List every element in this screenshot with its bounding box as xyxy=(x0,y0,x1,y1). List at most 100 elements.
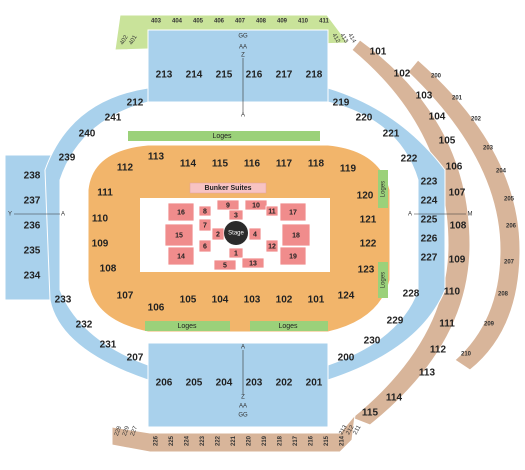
section-label-226: 226 xyxy=(154,435,160,446)
floor-label-1: 1 xyxy=(234,250,238,257)
section-label-215: 215 xyxy=(216,70,233,81)
loges-right-lower[interactable] xyxy=(378,262,388,298)
loges-bottom-left[interactable] xyxy=(145,321,230,331)
floor-section-16[interactable] xyxy=(167,202,195,222)
section-label-111: 111 xyxy=(97,188,113,199)
section-label-203: 203 xyxy=(246,378,263,389)
floor-section-3[interactable] xyxy=(228,209,244,221)
floor-label-7: 7 xyxy=(203,222,207,229)
floor-section-7[interactable] xyxy=(198,218,212,232)
loges-top-label: Loges xyxy=(212,133,232,140)
section-label-101: 101 xyxy=(370,47,387,58)
section-label-111: 111 xyxy=(439,319,455,330)
section-label-207: 207 xyxy=(504,260,515,266)
section-label-203: 203 xyxy=(483,146,494,152)
floor-section-9[interactable] xyxy=(216,199,240,211)
section-label-103: 103 xyxy=(244,295,261,306)
section-label-107: 107 xyxy=(117,291,134,302)
bunker-suites[interactable] xyxy=(189,182,267,194)
floor-label-19: 19 xyxy=(289,253,297,260)
floor-section-18[interactable] xyxy=(281,223,311,247)
loges xyxy=(128,131,388,331)
section-label-112: 112 xyxy=(117,163,134,174)
section-label-109: 109 xyxy=(449,255,466,266)
section-label-209: 209 xyxy=(484,322,495,328)
section-label-217: 217 xyxy=(276,70,293,81)
section-label-235: 235 xyxy=(24,246,41,257)
section-label-123: 123 xyxy=(358,265,375,276)
section-label-113: 113 xyxy=(148,152,165,163)
section-label-108: 108 xyxy=(100,264,117,275)
section-balcony-arc-outer[interactable] xyxy=(407,59,521,371)
floor-section-6[interactable] xyxy=(198,239,212,253)
section-label-225: 225 xyxy=(169,435,175,446)
floor-section-5[interactable] xyxy=(213,259,237,271)
section-label-204: 204 xyxy=(216,378,233,389)
section-label-102: 102 xyxy=(276,295,293,306)
row-z-top: Z xyxy=(241,53,245,59)
floor-section-11[interactable] xyxy=(265,205,279,217)
upper-level xyxy=(4,29,446,428)
floor-section-4[interactable] xyxy=(248,227,262,241)
section-label-106: 106 xyxy=(446,162,463,173)
section-label-206: 206 xyxy=(156,378,173,389)
floor-section-10[interactable] xyxy=(244,199,268,211)
section-label-213: 213 xyxy=(338,424,349,436)
section-label-216: 216 xyxy=(309,435,315,446)
floor-section-12[interactable] xyxy=(265,239,279,253)
row-gg-bottom: GG xyxy=(238,413,248,419)
loges-bottom-right-label: Loges xyxy=(278,323,298,330)
floor-label-5: 5 xyxy=(223,262,227,269)
section-upper-top[interactable] xyxy=(147,29,329,103)
section-label-109: 109 xyxy=(92,239,109,250)
floor-section-8[interactable] xyxy=(198,205,212,217)
section-label-220: 220 xyxy=(356,113,373,124)
section-balcony-bottom-strip[interactable] xyxy=(111,413,356,453)
section-label-222: 222 xyxy=(401,154,418,165)
section-label-110: 110 xyxy=(444,287,461,298)
floor-section-13[interactable] xyxy=(241,257,265,269)
floor-section-14[interactable] xyxy=(167,246,195,266)
loges-bottom-right[interactable] xyxy=(250,321,328,331)
section-label-201: 201 xyxy=(452,96,463,102)
section-label-229: 229 xyxy=(122,425,131,437)
stage[interactable] xyxy=(224,221,248,245)
section-label-119: 119 xyxy=(340,164,357,175)
loges-right-upper[interactable] xyxy=(378,170,388,208)
row-gg-top: GG xyxy=(238,34,248,40)
section-upper-bottom[interactable] xyxy=(147,342,329,428)
floor-section-2[interactable] xyxy=(211,227,225,241)
section-label-223: 223 xyxy=(200,435,206,446)
stage-label: Stage xyxy=(228,231,244,237)
section-label-236: 236 xyxy=(24,221,41,232)
section-label-401: 401 xyxy=(128,34,139,46)
floor-section-15[interactable] xyxy=(164,223,194,247)
section-upper-right-ring[interactable] xyxy=(327,87,446,381)
loges-right-upper-label: Loges xyxy=(381,181,387,197)
section-label-105: 105 xyxy=(439,136,456,147)
section-label-110: 110 xyxy=(92,214,109,225)
section-label-406: 406 xyxy=(214,19,225,25)
loges-top[interactable] xyxy=(128,131,320,141)
row-a-left: A xyxy=(61,212,65,218)
section-label-206: 206 xyxy=(506,224,517,230)
floor-section-1[interactable] xyxy=(228,247,244,259)
section-label-121: 121 xyxy=(360,215,377,226)
section-label-120: 120 xyxy=(357,191,374,202)
floor-section-19[interactable] xyxy=(279,246,307,266)
section-label-229: 229 xyxy=(387,316,404,327)
floor-section-17[interactable] xyxy=(279,202,307,222)
section-label-224: 224 xyxy=(185,435,191,446)
section-label-228: 228 xyxy=(403,289,420,300)
floor-label-16: 16 xyxy=(177,209,185,216)
section-upper-left-ring[interactable] xyxy=(44,87,149,381)
section-label-105: 105 xyxy=(180,295,197,306)
section-label-414: 414 xyxy=(346,32,357,44)
section-label-124: 124 xyxy=(338,291,355,302)
floor-label-17: 17 xyxy=(289,209,297,216)
section-label-205: 205 xyxy=(504,197,515,203)
floor-label-14: 14 xyxy=(177,253,185,260)
section-label-404: 404 xyxy=(172,19,183,25)
bunker-suites-label: Bunker Suites xyxy=(204,185,251,192)
